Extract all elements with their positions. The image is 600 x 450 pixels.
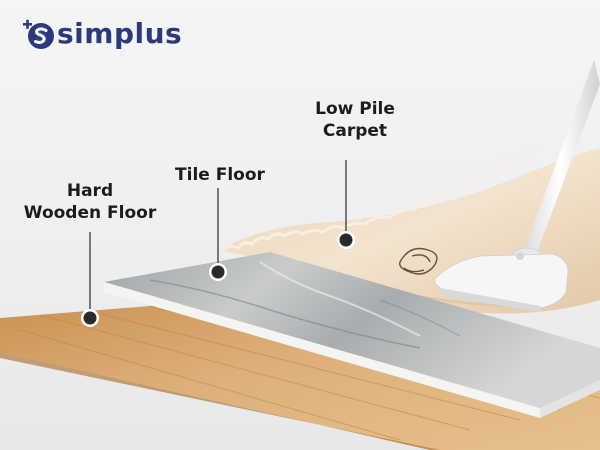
callout-tile: [209, 188, 227, 281]
callout-carpet: [337, 160, 355, 249]
callout-wood: [81, 232, 99, 327]
tile-floor: [104, 252, 600, 418]
label-low-pile-carpet: Low Pile Carpet: [290, 98, 420, 142]
brand-name: simplus: [57, 17, 183, 50]
label-tile-floor: Tile Floor: [165, 164, 275, 186]
label-line: Tile Floor: [175, 165, 265, 185]
label-line: Low Pile: [315, 99, 395, 119]
plus-s-logo-icon: [23, 19, 54, 49]
label-line: Carpet: [322, 121, 388, 141]
vacuum-cleaner-illustration: [433, 60, 600, 312]
label-line: Hard: [66, 181, 114, 201]
label-line: Wooden Floor: [23, 203, 157, 223]
label-hard-wooden-floor: Hard Wooden Floor: [10, 180, 170, 224]
brand-logo: simplus: [22, 14, 182, 54]
